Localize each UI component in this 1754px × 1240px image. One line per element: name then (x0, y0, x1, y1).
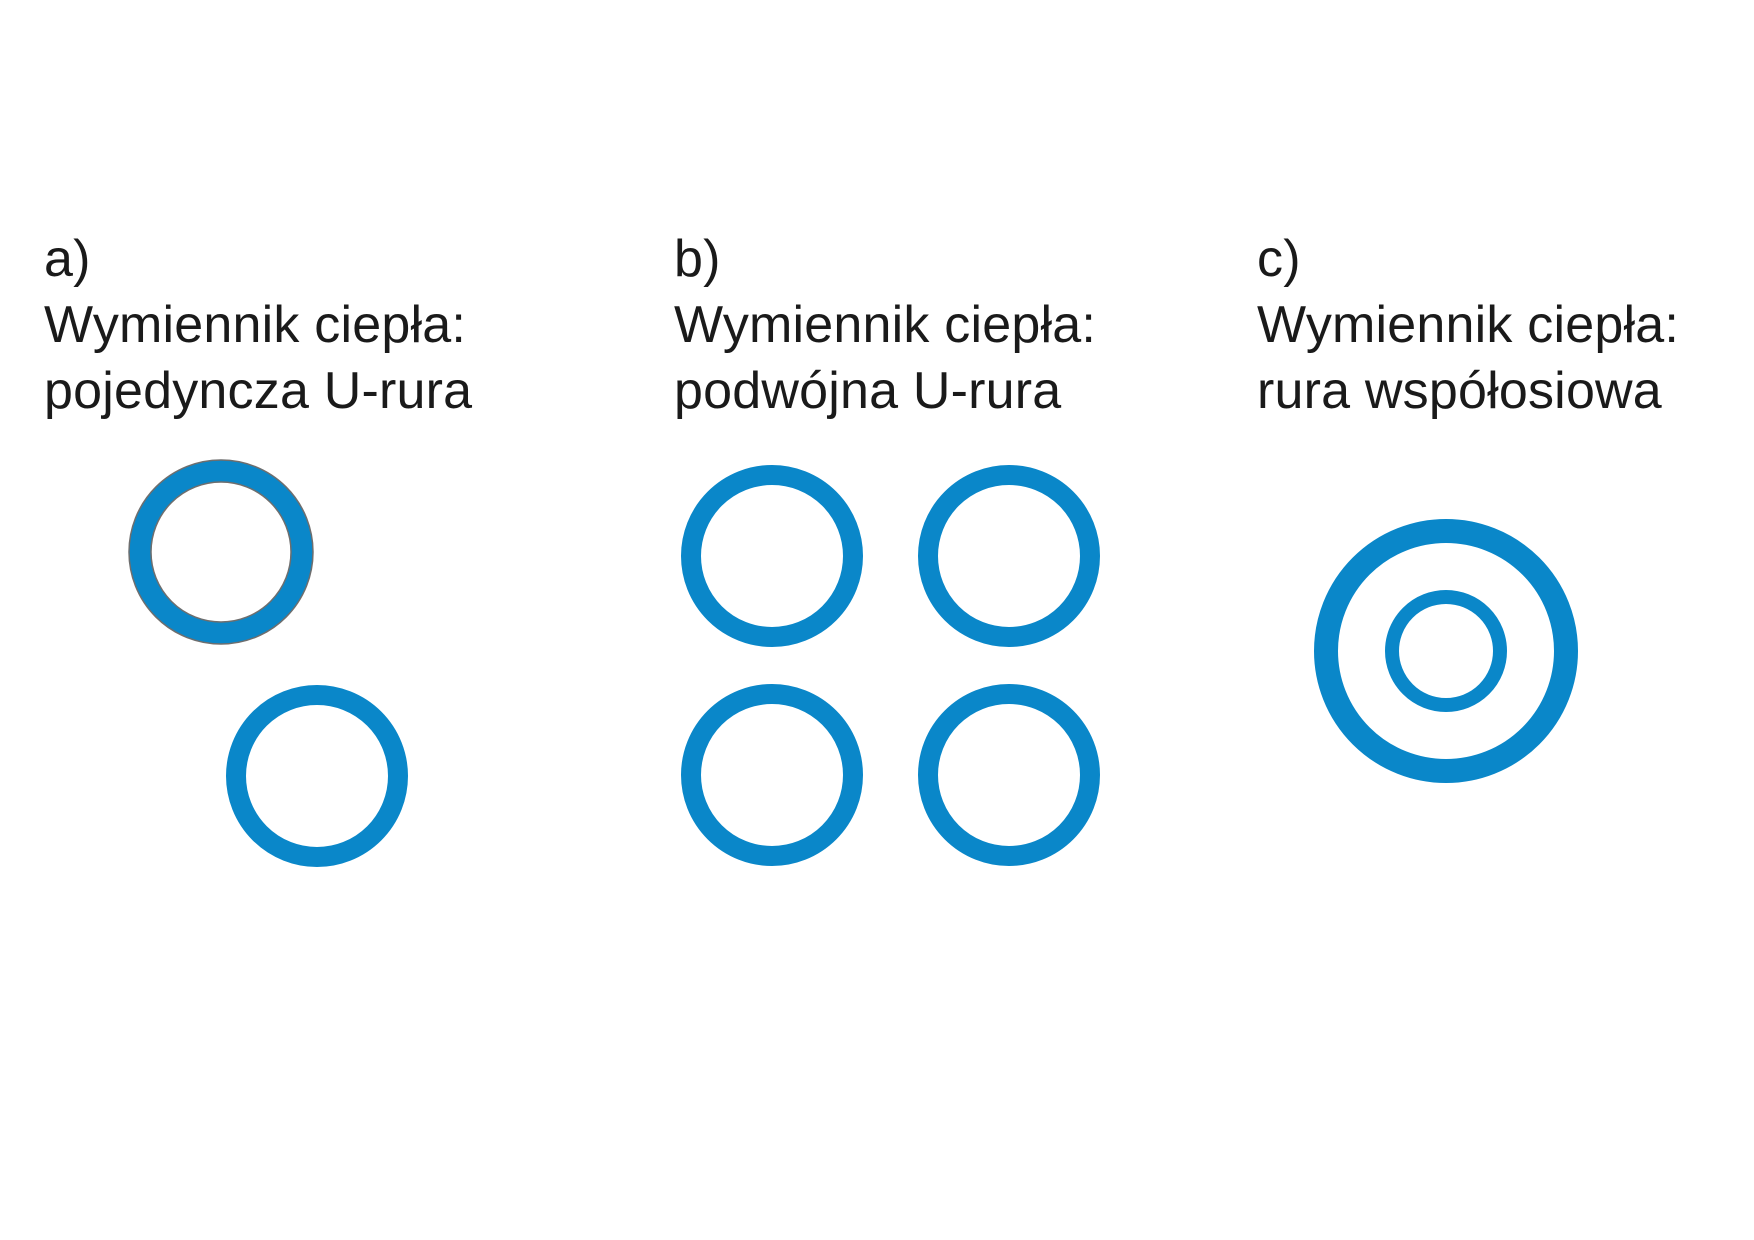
panel-a-subtitle: pojedyncza U-rura (44, 362, 473, 420)
panel-c-label: c) Wymiennik ciepła: rura współosiowa (1257, 226, 1679, 424)
panel-a-label: a) Wymiennik ciepła: pojedyncza U-rura (44, 226, 472, 424)
panel-b-pipe-bottom-left (681, 684, 863, 866)
panel-a-pipe-lower (226, 685, 408, 867)
panel-b-pipe-top-left (681, 465, 863, 647)
panel-b-pipes (681, 465, 1100, 866)
panel-a-title: Wymiennik ciepła: (44, 296, 466, 354)
panel-b-letter: b) (674, 230, 721, 288)
panel-a-pipe-upper (129, 460, 313, 644)
panel-b-title: Wymiennik ciepła: (674, 296, 1096, 354)
panel-c-subtitle: rura współosiowa (1257, 362, 1662, 420)
panel-c-inner-pipe (1385, 590, 1507, 712)
panel-b-label: b) Wymiennik ciepła: podwójna U-rura (674, 226, 1096, 424)
panel-a-letter: a) (44, 230, 91, 288)
panel-c-pipes (1314, 519, 1578, 783)
panel-b-subtitle: podwójna U-rura (674, 362, 1062, 420)
panel-b-pipe-top-right (918, 465, 1100, 647)
panel-a-pipes (128, 459, 408, 867)
panel-c-letter: c) (1257, 230, 1301, 288)
panel-a-pipe-upper-outer-edge (128, 459, 314, 645)
panel-c-title: Wymiennik ciepła: (1257, 296, 1679, 354)
panel-c-outer-pipe (1314, 519, 1578, 783)
panel-a-pipe-upper-inner-edge (150, 481, 292, 623)
panel-b-pipe-bottom-right (918, 684, 1100, 866)
